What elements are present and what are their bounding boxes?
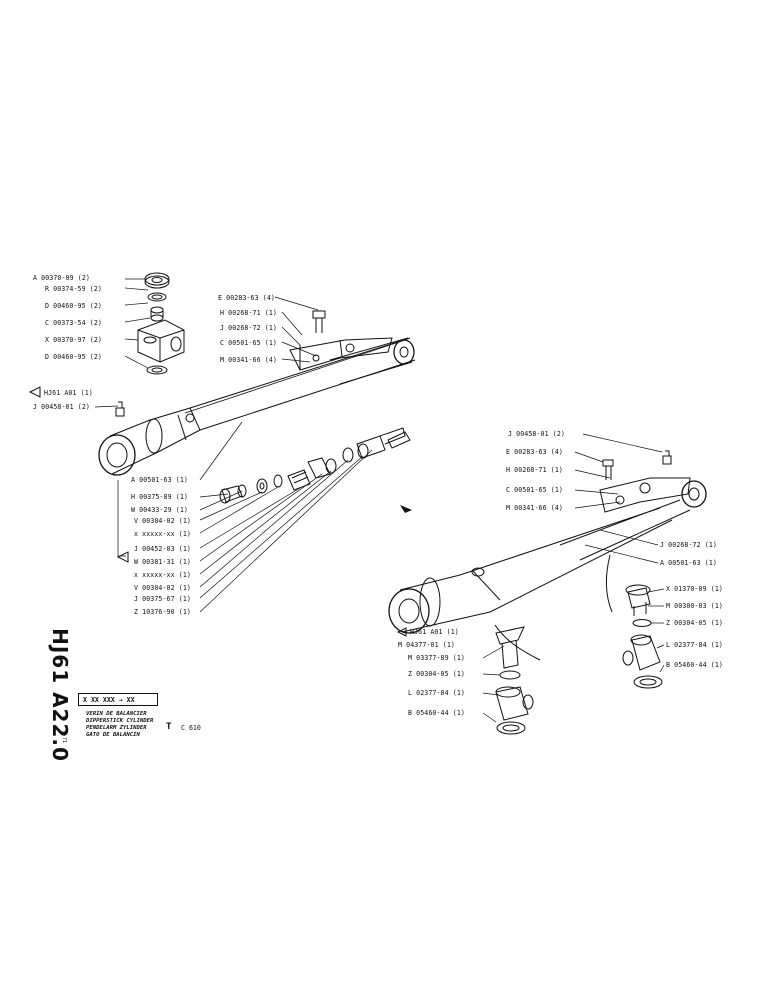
label-r00374-59: R 00374-59 (2) [45, 285, 102, 293]
label-d00460-95-a: D 00460-95 (2) [45, 302, 102, 310]
label-j00375-67: J 00375-67 (1) [134, 595, 191, 603]
title-block: VERIN DE BALANCIER DIPPERSTICK CYLINDER … [86, 711, 153, 739]
label-j00268-72-left: J 00268-72 (1) [220, 324, 277, 332]
label-w00433-29: W 00433-29 (1) [131, 506, 188, 514]
label-h00375-89: H 00375-89 (1) [131, 493, 188, 501]
leader-lines-right [482, 433, 665, 723]
label-d00460-95-b: D 00460-95 (2) [45, 353, 102, 361]
label-x00370-97: X 00370-97 (2) [45, 336, 102, 344]
cylinder-right [388, 450, 707, 661]
label-l02377-84-lower: L 02377-84 (1) [408, 689, 465, 697]
label-w00381-31: W 00381-31 (1) [134, 558, 191, 566]
title-de: PENDELARM ZYLINDER [86, 725, 147, 731]
label-c00373-54: C 00373-54 (2) [45, 319, 102, 327]
label-m00341-66-left: M 00341-66 (4) [220, 356, 277, 364]
label-l02377-84-right: L 02377-84 (1) [666, 641, 723, 649]
label-e00283-63-right: E 00283-63 (4) [506, 448, 563, 456]
right-small-parts [495, 584, 663, 735]
label-ref-hj61-a01-left: HJ61 A01 (1) [44, 389, 93, 397]
label-j00452-03: J 00452-03 (1) [134, 545, 191, 553]
label-xxxxxx-b: x xxxxx-xx (1) [134, 571, 191, 579]
label-c00501-65-left: C 00501-65 (1) [220, 339, 277, 347]
label-b05460-44-right: B 05460-44 (1) [666, 661, 723, 669]
leader-lines-left [94, 278, 373, 613]
title-fr: VERIN DE BALANCIER [86, 711, 147, 717]
fitting-row-parts [219, 427, 406, 504]
label-m00300-03: M 00300-03 (1) [666, 602, 723, 610]
title-en: DIPPERSTICK CYLINDER [86, 718, 154, 724]
label-j00458-01-right: J 00458-01 (2) [508, 430, 565, 438]
label-z00304-05-lower: Z 00304-05 (1) [408, 670, 465, 678]
label-ref-hj61-a01-right: HJ61 A01 (1) [410, 628, 459, 636]
label-e00283-63-left: E 00283-63 (4) [218, 294, 275, 302]
serial-range-box: X XX XXX → XX [78, 693, 158, 706]
label-a00501-63-left: A 00501-63 (1) [131, 476, 188, 484]
label-h00268-71-right: H 00268-71 (1) [506, 466, 563, 474]
label-m04377-01: M 04377-01 (1) [398, 641, 455, 649]
title-es: GATO DE BALANCIN [86, 732, 140, 738]
label-v00304-02-b: V 00304-02 (1) [134, 584, 191, 592]
sheet-revision: 9-71 [61, 730, 67, 744]
cylinder-upper-left [98, 310, 416, 476]
label-a00501-63-right: A 00501-63 (1) [660, 559, 717, 567]
label-x01370-09: X 01370-09 (1) [666, 585, 723, 593]
arrow-markers [28, 386, 412, 637]
label-a00370-09: A 00370-09 (2) [33, 274, 90, 282]
label-j00268-72-right: J 00268-72 (1) [660, 541, 717, 549]
label-m03377-89: M 03377-89 (1) [408, 654, 465, 662]
label-m00341-66-right: M 00341-66 (4) [506, 504, 563, 512]
label-j00458-01-left: J 00458-01 (2) [33, 403, 90, 411]
label-v00304-02-a: V 00304-02 (1) [134, 517, 191, 525]
label-c00501-65-right: C 00501-65 (1) [506, 486, 563, 494]
title-letter: T [166, 722, 172, 732]
model-code: C 610 [181, 724, 201, 732]
label-h00268-71-left: H 00268-71 (1) [220, 309, 277, 317]
serial-range: X XX XXX → XX [83, 696, 135, 704]
valve-block-parts [137, 272, 185, 375]
label-z00304-05-right: Z 00304-05 (1) [666, 619, 723, 627]
label-b05460-44-lower: B 05460-44 (1) [408, 709, 465, 717]
label-z10376-90: Z 10376-90 (1) [134, 608, 191, 616]
label-xxxxxx-a: x xxxxx-xx (1) [134, 530, 191, 538]
